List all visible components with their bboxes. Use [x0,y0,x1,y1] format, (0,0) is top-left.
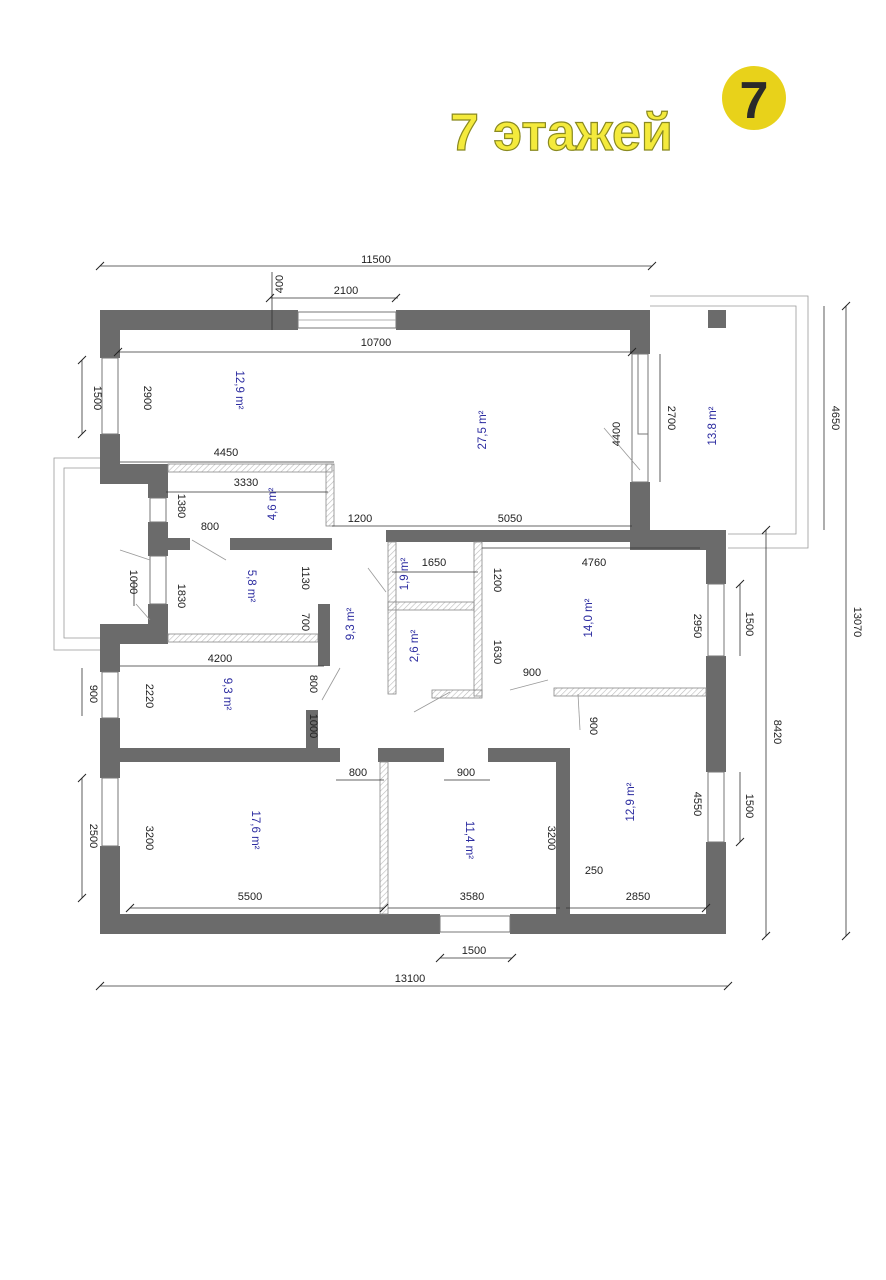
room-area-1-9: 1,9 m² [399,558,411,591]
room-area-5-8: 5,8 m² [245,570,257,603]
bay-window-outline [53,457,100,651]
outer-walls [100,310,726,934]
dimension-labels: 11500 400 2100 10700 1500 2900 2700 4400… [87,254,863,985]
room-area-27-5: 27,5 m² [477,410,489,449]
dim-800-c: 800 [349,767,367,779]
room-area-11-4: 11,4 m² [463,821,475,859]
dim-13070: 13070 [851,607,863,638]
dim-3330: 3330 [234,477,258,489]
room-area-2-6: 2,6 m² [409,630,421,663]
dim-8420: 8420 [771,720,783,744]
dim-4400: 4400 [611,422,623,446]
dim-1380: 1380 [175,494,187,518]
dim-800-a: 800 [201,521,219,533]
dim-1500-bottom: 1500 [462,945,486,957]
dim-2700: 2700 [665,406,677,430]
dim-4650: 4650 [829,406,841,430]
dim-250: 250 [585,865,603,877]
dim-2220: 2220 [143,684,155,708]
dim-900-c: 900 [457,767,475,779]
dim-1000-b: 1000 [307,714,319,738]
dim-1500-right-1: 1500 [743,612,755,636]
dim-1500-right-2: 1500 [743,794,755,818]
room-area-14-0: 14,0 m² [583,598,595,637]
dim-1200-b: 1200 [491,568,503,592]
dim-4550: 4550 [691,792,703,816]
dim-1130: 1130 [299,566,311,590]
dim-2850: 2850 [626,891,650,903]
brand-text: 7 этажей [450,104,673,162]
dim-3200-a: 3200 [143,826,155,850]
dim-2900: 2900 [141,386,153,410]
interior-walls [120,463,707,915]
dim-4760: 4760 [582,557,606,569]
windows [101,311,725,933]
dim-4450: 4450 [214,447,238,459]
dim-top-overall: 11500 [361,254,391,266]
dim-700: 700 [299,613,311,631]
dimension-lines [81,265,847,987]
room-area-13-8: 13.8 m² [707,406,719,445]
dim-4200: 4200 [208,653,232,665]
room-area-9-3-hall: 9,3 m² [345,608,357,641]
dim-bottom-overall: 13100 [395,973,426,985]
room-area-17-6: 17,6 m² [249,811,261,850]
door-swings [119,427,641,731]
dim-1830: 1830 [175,584,187,608]
dim-900-b: 900 [587,717,599,735]
room-area-12-9-top: 12,9 m² [233,371,245,410]
dim-1000: 1000 [127,570,139,594]
brand-badge-icon: 7 [722,66,786,130]
brand-badge-digit: 7 [740,72,769,130]
dim-window-2100: 2100 [334,285,358,297]
dim-2500: 2500 [87,824,99,848]
room-area-12-9-right: 12,9 m² [625,782,637,821]
room-area-4-6: 4,6 m² [267,488,279,521]
dimension-ticks [77,261,851,991]
dim-2950: 2950 [691,614,703,638]
dim-inner-10700: 10700 [361,337,392,349]
dim-1500-left: 1500 [91,386,103,410]
dim-3200-b: 3200 [545,826,557,850]
room-areas: 12,9 m² 27,5 m² 13.8 m² 4,6 m² 5,8 m² 1,… [221,371,719,860]
dim-5500: 5500 [238,891,262,903]
dim-900-a: 900 [523,667,541,679]
dim-800-b: 800 [307,675,319,693]
dim-1650: 1650 [422,557,446,569]
dim-400: 400 [274,275,286,293]
brand-logo: 7 этажей 7 [449,66,786,163]
dim-1200-a: 1200 [348,513,372,525]
dim-900-left: 900 [87,685,99,703]
dim-3580: 3580 [460,891,484,903]
dim-5050: 5050 [498,513,522,525]
dim-1630: 1630 [491,640,503,664]
room-area-9-3-left: 9,3 m² [221,678,233,711]
